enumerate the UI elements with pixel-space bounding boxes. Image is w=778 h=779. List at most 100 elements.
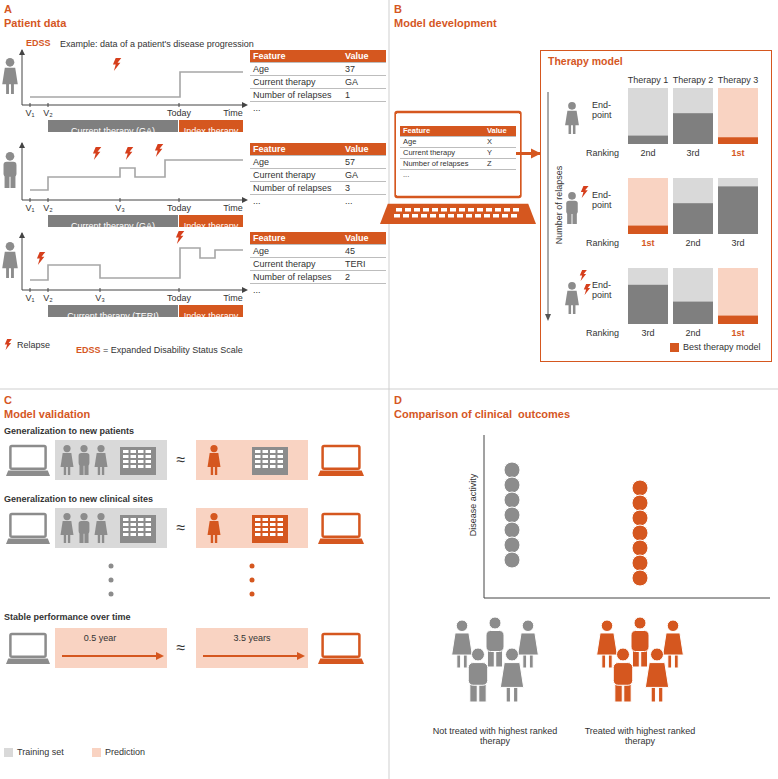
text-label: Ranking	[586, 328, 619, 338]
building-window	[146, 465, 152, 468]
ellipsis-dot	[109, 564, 114, 569]
panel-title: A	[4, 3, 12, 16]
text-label: V₂	[43, 293, 53, 303]
table-cell: ...	[342, 195, 386, 208]
axis-tick	[30, 198, 31, 202]
person-icon	[61, 445, 74, 475]
index-therapy-bar: Index therapy	[179, 215, 243, 227]
endpoint-bar-bg	[718, 178, 758, 234]
person-head	[97, 445, 104, 452]
relapse-bolt	[113, 58, 121, 71]
person-icon	[645, 648, 668, 702]
text-label: Today	[167, 293, 191, 303]
building-icon	[252, 447, 288, 475]
laptop-screen-fill	[396, 114, 520, 195]
person-body	[468, 663, 487, 686]
person-head	[489, 617, 501, 629]
table-cell: Age	[400, 137, 484, 148]
axis-line	[22, 200, 244, 201]
legend-text: Best therapy model	[683, 342, 761, 352]
person-head	[80, 445, 87, 452]
person-body	[79, 453, 90, 466]
table-cell: Number of relapses	[250, 182, 342, 195]
ellipsis-dot	[109, 578, 114, 583]
text-label: V₃	[95, 293, 105, 303]
text-label: 3rd	[641, 328, 654, 338]
arrow-head	[242, 287, 248, 293]
text-label: Time	[223, 203, 243, 213]
text-label: EDSS	[76, 345, 101, 355]
bar-label: Index therapy	[184, 221, 239, 231]
text-label: Today	[167, 203, 191, 213]
axis-tick	[48, 288, 49, 292]
text-label: = Expanded Disability Status Scale	[103, 345, 243, 355]
table-header: Value	[484, 126, 516, 137]
table-header: Feature	[250, 232, 342, 245]
arrow-head	[242, 197, 248, 203]
training-set-area	[55, 628, 167, 668]
person-head	[667, 620, 679, 632]
laptop-key	[412, 214, 418, 218]
building-window	[263, 533, 269, 536]
person-body	[452, 633, 473, 655]
relapse-bolt	[93, 147, 101, 160]
endpoint-bar-bg	[718, 268, 758, 324]
endpoint-bar-bg	[673, 88, 713, 144]
person-head	[601, 620, 613, 632]
index-therapy-bar: Index therapy	[179, 305, 243, 317]
laptop-key	[405, 208, 411, 212]
building-window	[263, 528, 269, 531]
person-icon	[631, 617, 649, 667]
building-window	[123, 465, 129, 468]
person-icon	[613, 648, 632, 702]
arrow-head	[19, 232, 25, 238]
screen-table: FeatureValueAgeXCurrent therapyYNumber o…	[400, 126, 516, 181]
endpoint-bar	[673, 203, 713, 234]
text-label: V₁	[25, 203, 34, 213]
endpoint-bar-bg	[628, 268, 668, 324]
person-icon	[566, 192, 578, 224]
activity-dot	[504, 507, 520, 523]
endpoint-bar	[718, 186, 758, 234]
building-window	[146, 528, 152, 531]
table-header: Feature	[400, 126, 484, 137]
building-window	[278, 465, 284, 468]
axis-tick	[179, 288, 180, 292]
building-window	[278, 533, 284, 536]
text-label: 3rd	[686, 148, 699, 158]
building-window	[255, 523, 261, 526]
legend-text: Prediction	[105, 747, 145, 757]
laptop-key	[504, 208, 510, 212]
person-head	[617, 648, 630, 661]
text-label: 1st	[731, 328, 744, 338]
prediction-area	[196, 508, 308, 548]
axis-tick	[48, 103, 49, 107]
axis-line	[22, 105, 244, 106]
building-window	[263, 523, 269, 526]
endpoint-bar	[628, 285, 668, 324]
laptop-key	[403, 214, 409, 218]
laptop-base	[318, 471, 364, 476]
text-label: 1st	[731, 148, 744, 158]
building-window	[146, 450, 152, 453]
table-cell: 2	[342, 271, 386, 284]
text-label: Treated with highest ranked therapy	[570, 726, 710, 747]
person-body	[566, 201, 578, 214]
building-window	[270, 528, 276, 531]
edss-line	[30, 160, 243, 190]
building-window	[270, 518, 276, 521]
therapy-bar: Current therapy (GA)	[48, 120, 178, 132]
relapse-bolt	[37, 252, 45, 265]
endpoint-bar-bg	[628, 178, 668, 234]
bar-label: Index therapy	[184, 311, 239, 321]
text-label: ≈	[177, 519, 186, 537]
building-window	[123, 455, 129, 458]
person-body	[95, 521, 108, 535]
axis-line	[22, 233, 23, 290]
text-label: Ranking	[586, 238, 619, 248]
relapse-bolt	[176, 231, 184, 244]
building-window	[138, 460, 144, 463]
building-window	[146, 518, 152, 521]
building-window	[270, 523, 276, 526]
bar-label: Current therapy (GA)	[71, 126, 155, 136]
